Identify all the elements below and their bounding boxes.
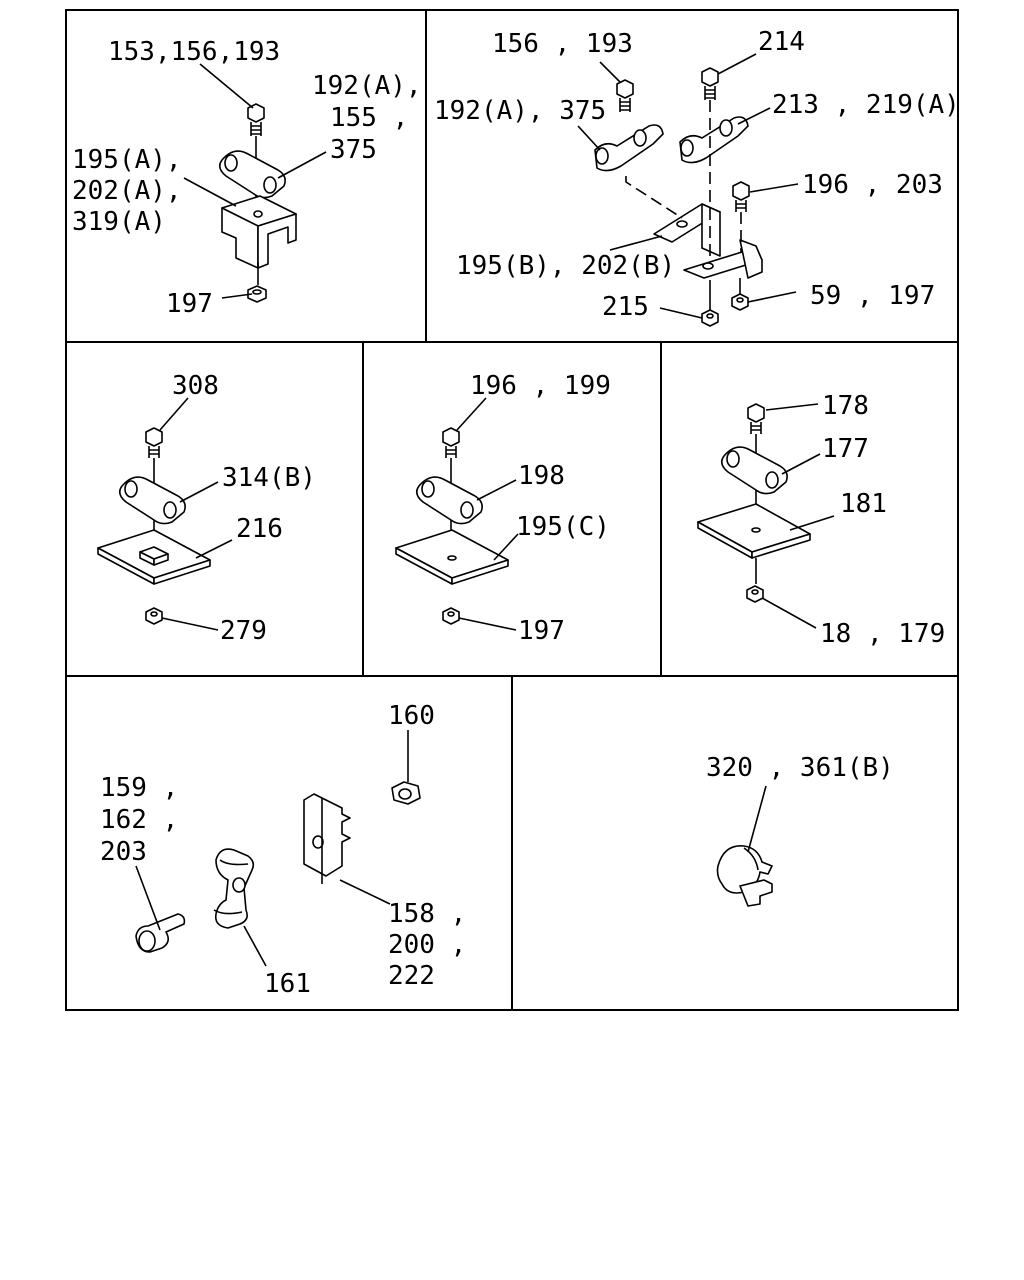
callout-label: 375 <box>330 135 377 165</box>
panel-flat-plate-181: 178 177 181 18 , 179 <box>697 391 945 649</box>
callout-label: 155 , <box>330 103 408 133</box>
pipe-clip-icon <box>218 150 286 199</box>
plate-icon <box>697 503 811 559</box>
channel-bracket-icon <box>221 195 297 269</box>
callout-label: 158 , <box>388 899 466 929</box>
callout-label: 279 <box>220 616 267 646</box>
callout-label: 161 <box>264 969 311 999</box>
callout-label: 59 , 197 <box>810 281 935 311</box>
callout-label: 198 <box>518 461 565 491</box>
bolt-icon <box>135 913 186 953</box>
bolt-icon <box>701 67 719 100</box>
callout-label: 196 , 199 <box>470 371 611 401</box>
callout-label: 196 , 203 <box>802 170 943 200</box>
callout-label: 314(B) <box>222 463 316 493</box>
callout-label: 213 , 219(A) <box>772 90 960 120</box>
callout-label: 156 , 193 <box>492 29 633 59</box>
callout-label: 214 <box>758 27 805 57</box>
callout-label: 215 <box>602 292 649 322</box>
callout-label: 192(A), 375 <box>434 96 606 126</box>
callout-label: 159 , <box>100 773 178 803</box>
bolt-icon <box>747 403 765 434</box>
nut-icon <box>145 607 163 625</box>
bolt-icon <box>145 427 163 458</box>
callout-label: 178 <box>822 391 869 421</box>
callout-label: 192(A), <box>312 71 422 101</box>
nut-icon <box>746 585 764 603</box>
callout-label: 162 , <box>100 805 178 835</box>
nut-icon <box>731 293 749 311</box>
panel-clip-channel-bracket: 153,156,193 192(A), 155 , 375 195(A), 20… <box>72 37 422 319</box>
spring-bracket-icon <box>303 793 351 884</box>
bolt-icon <box>442 427 460 458</box>
callout-label: 320 , 361(B) <box>706 753 894 783</box>
panel-plate-with-boss: 308 314(B) 216 279 <box>97 371 316 646</box>
callout-label: 319(A) <box>72 207 166 237</box>
bolt-icon <box>732 181 750 212</box>
callout-label: 202(A), <box>72 176 182 206</box>
bolt-icon <box>247 103 265 136</box>
callout-label: 200 , <box>388 930 466 960</box>
callout-label: 308 <box>172 371 219 401</box>
pipe-clip-icon <box>213 848 255 929</box>
panel-exploded-clip-parts: 160 159 , 162 , 203 158 , 200 , 222 161 <box>100 701 466 999</box>
offset-bracket-icon <box>653 203 763 279</box>
callout-label: 216 <box>236 514 283 544</box>
callout-label: 203 <box>100 837 147 867</box>
callout-label: 195(C) <box>516 512 610 542</box>
callout-label: 195(A), <box>72 145 182 175</box>
pipe-clip-icon <box>594 124 664 172</box>
callout-label: 222 <box>388 961 435 991</box>
pipe-clip-icon <box>679 116 749 164</box>
callout-label: 195(B), 202(B) <box>456 251 675 281</box>
callout-label: 197 <box>518 616 565 646</box>
bolt-icon <box>616 79 634 112</box>
callout-label: 160 <box>388 701 435 731</box>
plate-icon <box>97 529 211 585</box>
nut-icon <box>701 309 719 327</box>
pipe-clip-icon <box>118 476 186 525</box>
panel-offset-bracket-assembly: 156 , 193 214 192(A), 375 213 , 219(A) 1… <box>434 27 960 327</box>
callout-label: 197 <box>166 289 213 319</box>
callout-label: 177 <box>822 434 869 464</box>
callout-label: 181 <box>840 489 887 519</box>
plate-icon <box>395 529 509 585</box>
panel-flat-plate-c: 196 , 199 198 195(C) 197 <box>395 371 611 646</box>
panel-grid <box>65 9 959 1011</box>
pipe-clip-icon <box>415 476 483 525</box>
nut-icon <box>442 607 460 625</box>
nut-icon <box>247 285 267 303</box>
cable-clip-icon <box>716 845 773 907</box>
callout-label: 153,156,193 <box>108 37 280 67</box>
panel-cable-clip: 320 , 361(B) <box>706 753 894 907</box>
callout-label: 18 , 179 <box>820 619 945 649</box>
nut-icon <box>391 781 421 805</box>
pipe-clip-icon <box>720 446 788 495</box>
